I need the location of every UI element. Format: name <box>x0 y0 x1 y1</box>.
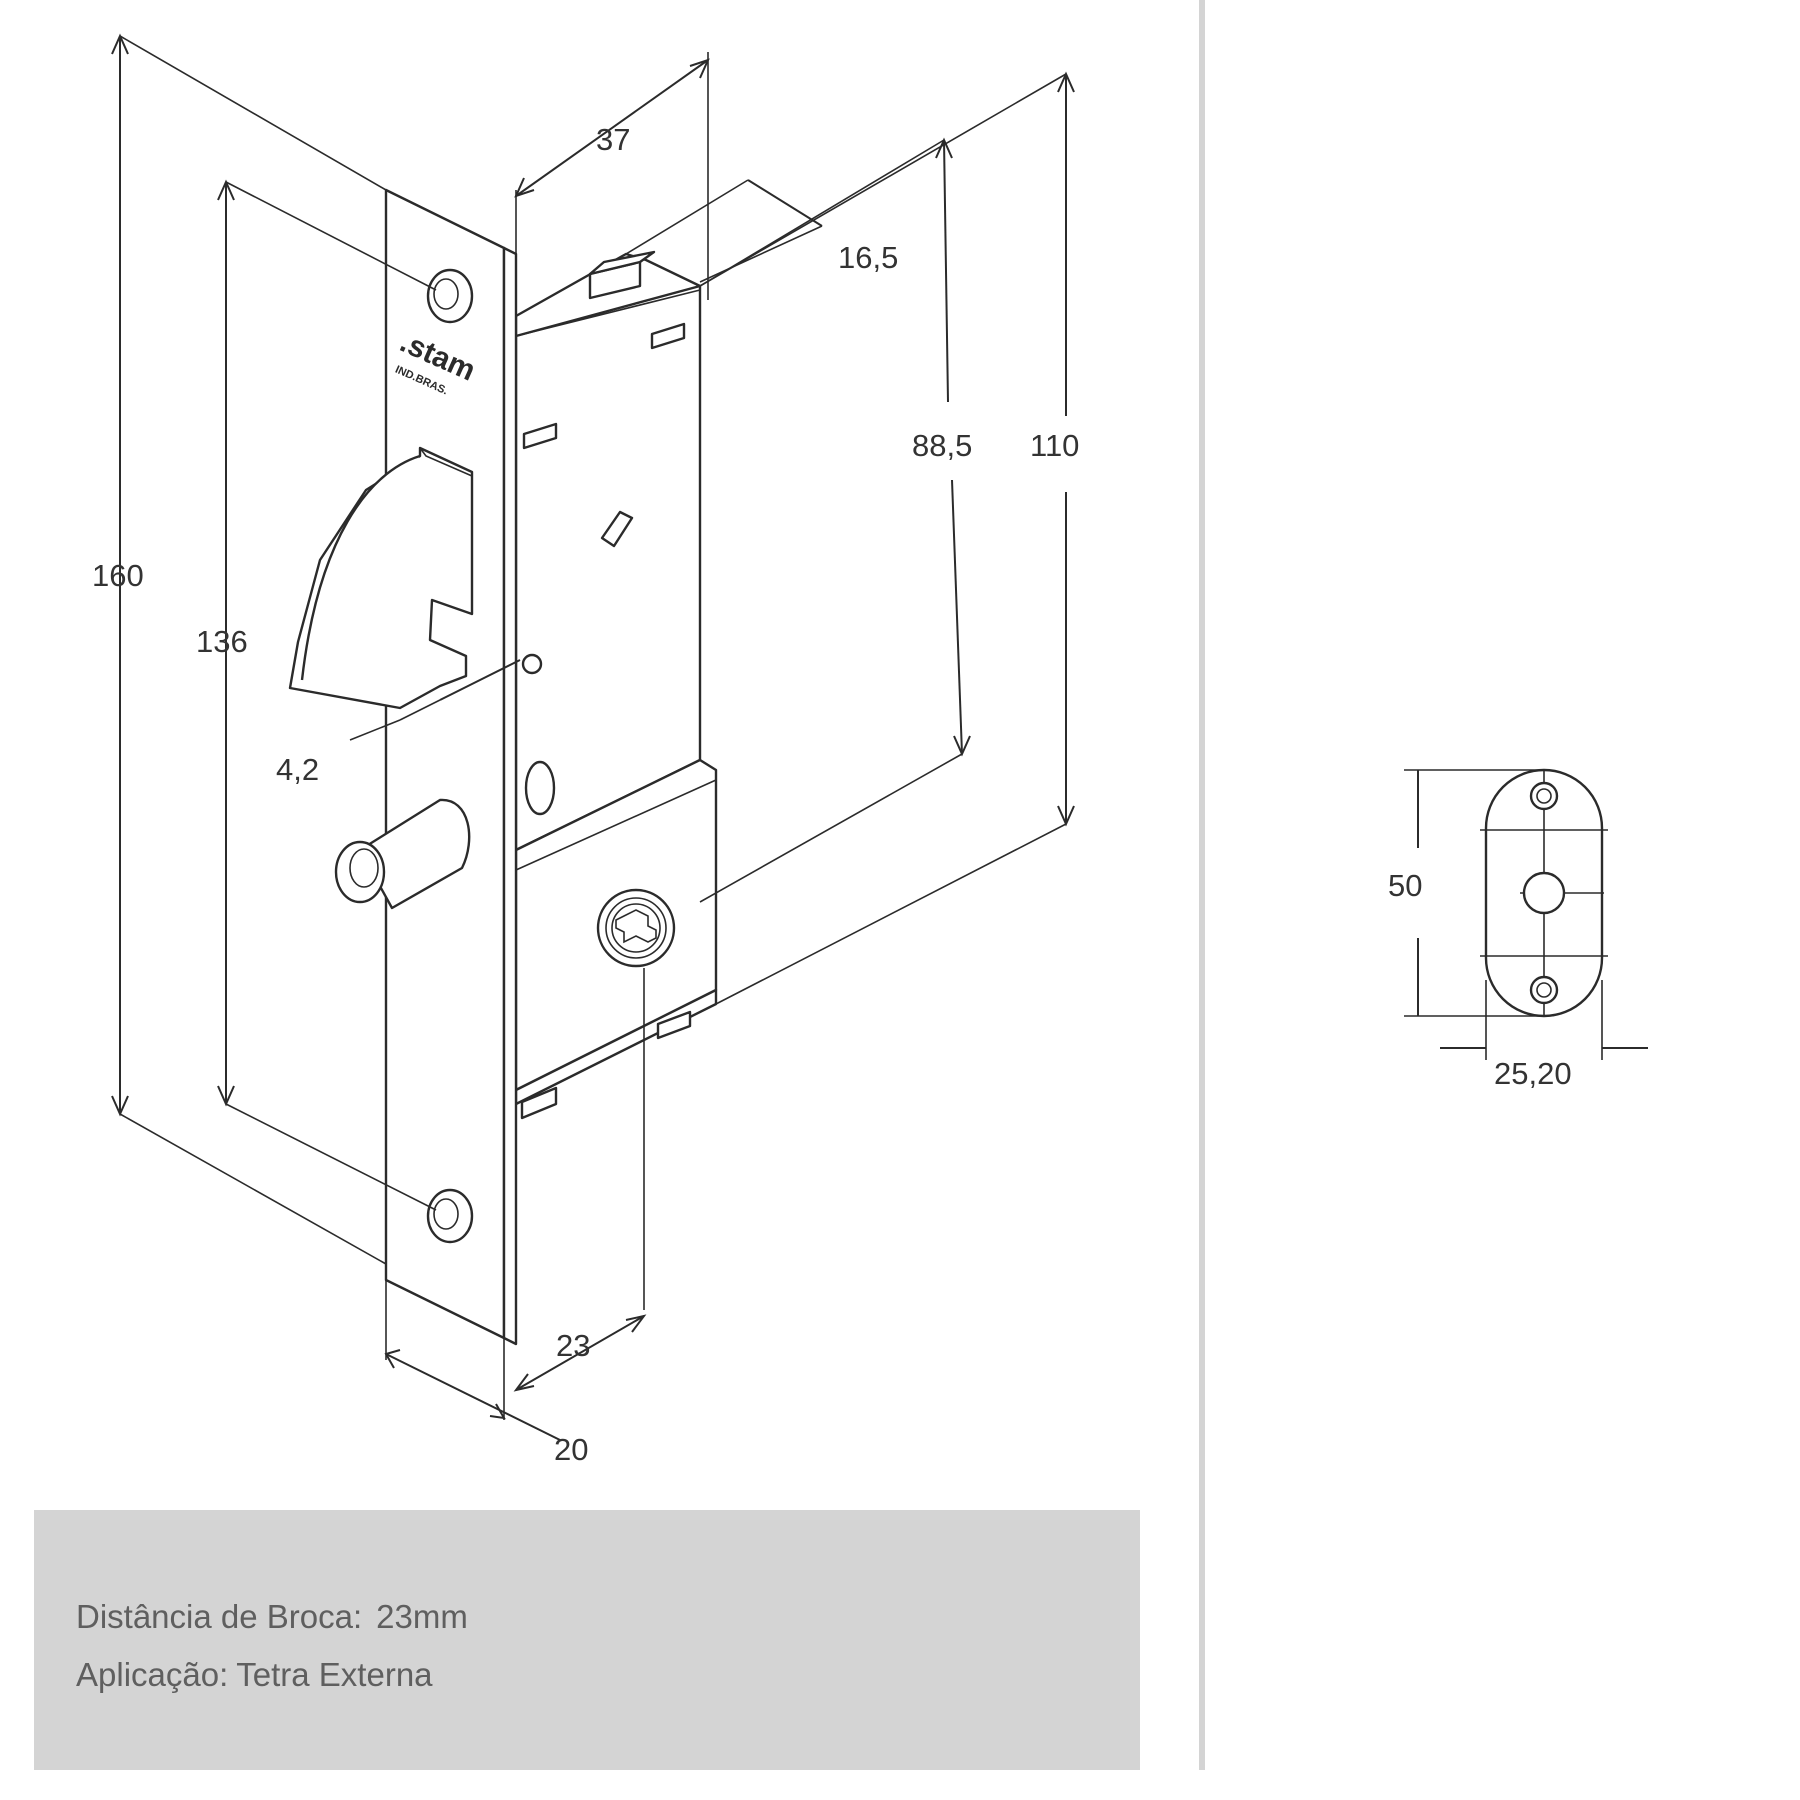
screw-hole-top-icon <box>426 268 474 324</box>
dim-110: 110 <box>1030 428 1079 463</box>
faceplate <box>288 188 518 1346</box>
dim-20: 20 <box>554 1432 588 1467</box>
deadbolt-pin-icon <box>334 798 471 910</box>
cylinder-icon <box>596 888 676 968</box>
screw-hole-bottom-icon <box>426 1188 474 1244</box>
dim-25-20: 25,20 <box>1494 1056 1572 1091</box>
drill-distance-value: 23mm <box>376 1598 468 1635</box>
dim-16-5: 16,5 <box>838 240 898 275</box>
strike-plate-icon <box>1404 768 1648 1060</box>
application-value: Tetra Externa <box>236 1656 433 1693</box>
dim-88-5: 88,5 <box>912 428 972 463</box>
info-panel <box>34 1510 1140 1770</box>
application-line: Aplicação:Tetra Externa <box>76 1656 433 1694</box>
drill-distance-label: Distância de Broca: <box>76 1598 363 1635</box>
drill-distance-line: Distância de Broca: 23mm <box>76 1598 468 1636</box>
dim-50: 50 <box>1388 868 1422 903</box>
lock-case <box>514 250 718 1120</box>
dim-160: 160 <box>92 558 144 593</box>
latch-bolt-icon <box>288 446 474 710</box>
dimension-lines <box>111 33 1075 1441</box>
dim-4-2: 4,2 <box>276 752 319 787</box>
vertical-divider <box>1199 0 1205 1770</box>
application-label: Aplicação: <box>76 1656 229 1693</box>
dim-37: 37 <box>596 122 630 157</box>
dim-23: 23 <box>556 1328 590 1363</box>
dim-136: 136 <box>196 624 248 659</box>
